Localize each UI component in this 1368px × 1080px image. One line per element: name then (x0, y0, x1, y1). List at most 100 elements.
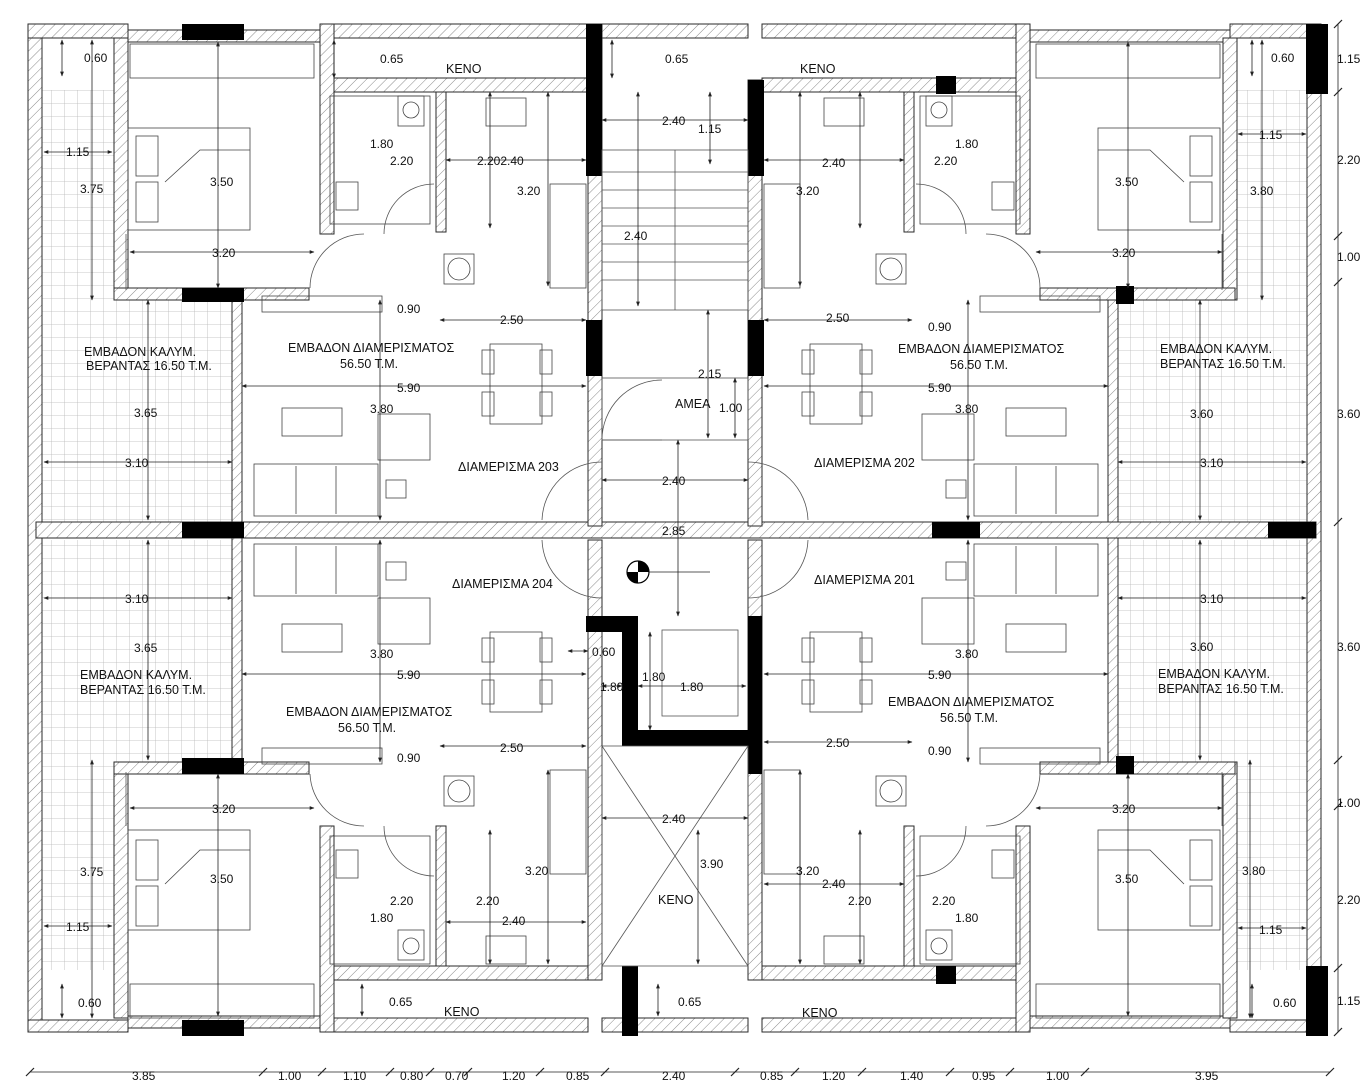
dim-text: 5.90 (928, 668, 952, 682)
dim-text: 3.50 (1115, 175, 1139, 189)
dim-text: 3.10 (125, 592, 149, 606)
apartment-204-label: ΔΙΑΜΕΡΙΣΜΑ 204 (452, 577, 553, 591)
dim-tick (600, 1067, 610, 1077)
dim-text: 3.80 (1242, 864, 1266, 878)
dim-text: 1.00 (719, 401, 743, 415)
dim-text: 1.80 (680, 680, 704, 694)
dim-text: 5.90 (928, 381, 952, 395)
dim-tick (1333, 963, 1343, 973)
dim-text: 2.40 (822, 877, 846, 891)
area-title-203: ΕΜΒΑΔΟΝ ΔΙΑΜΕΡΙΣΜΑΤΟΣ (288, 341, 454, 355)
dim-text: 2.50 (826, 736, 850, 750)
veranda-value-ne: ΒΕΡΑΝΤΑΣ 16.50 Τ.Μ. (1160, 357, 1286, 371)
apartment-201-label: ΔΙΑΜΕΡΙΣΜΑ 201 (814, 573, 915, 587)
dim-text: 1.80 (955, 137, 979, 151)
walls (27, 23, 1322, 1033)
bottom-dim-label: 3.95 (1195, 1069, 1219, 1080)
void-label: ΚΕΝΟ (446, 62, 482, 76)
dim-text: 2.20 (848, 894, 872, 908)
area-value-203: 56.50 Τ.Μ. (340, 357, 398, 371)
dim-tick (1005, 1067, 1015, 1077)
dim-text: 0.65 (678, 995, 702, 1009)
dim-text: 0.60 (1271, 51, 1295, 65)
dim-text: 2.15 (698, 367, 722, 381)
dim-text: 3.20 (1112, 802, 1136, 816)
void-label: ΚΕΝΟ (658, 893, 694, 907)
dim-tick (1333, 1027, 1343, 1037)
dim-text: 1.15 (66, 145, 90, 159)
dim-tick (1325, 1067, 1335, 1077)
dim-text: 2.40 (502, 914, 526, 928)
dim-text: 3.10 (1200, 456, 1224, 470)
dim-text: 1.80 (370, 911, 394, 925)
dim-text: 3.20 (1112, 246, 1136, 260)
dim-text: 3.10 (1200, 592, 1224, 606)
apartment-202-label: ΔΙΑΜΕΡΙΣΜΑ 202 (814, 456, 915, 470)
dim-text: 5.90 (397, 381, 421, 395)
veranda-w-upper (42, 300, 237, 522)
dimension-ticks (25, 19, 1343, 1077)
dim-text: 3.80 (1250, 184, 1274, 198)
dim-tick (1333, 755, 1343, 765)
right-dim-label: 2.20 (1337, 893, 1361, 907)
dim-text: 3.75 (80, 865, 104, 879)
area-title-201: ΕΜΒΑΔΟΝ ΔΙΑΜΕΡΙΣΜΑΤΟΣ (888, 695, 1054, 709)
dim-text: 3.65 (134, 641, 158, 655)
dim-text: 0.90 (928, 320, 952, 334)
dim-text: 3.75 (80, 182, 104, 196)
bottom-dim-label: 1.20 (822, 1069, 846, 1080)
dim-text: 3.20 (796, 184, 820, 198)
veranda-title-se: ΕΜΒΑΔΟΝ ΚΑΛΥΜ. (1158, 667, 1270, 681)
dim-text: 1.15 (66, 920, 90, 934)
dim-text: 2.40 (662, 114, 686, 128)
furniture (127, 43, 1221, 1019)
dim-tick (25, 1067, 35, 1077)
bottom-dim-label: 1.20 (502, 1069, 526, 1080)
area-value-204: 56.50 Τ.Μ. (338, 721, 396, 735)
veranda-title-nw: ΕΜΒΑΔΟΝ ΚΑΛΥΜ. (84, 345, 196, 359)
dim-text: 3.80 (370, 402, 394, 416)
dim-text: 3.90 (700, 857, 724, 871)
dim-text: 3.20 (212, 246, 236, 260)
dim-text: 2.40 (662, 474, 686, 488)
dim-tick (385, 1067, 395, 1077)
right-dim-label: 1.00 (1337, 796, 1361, 810)
dim-text: 2.20 (932, 894, 956, 908)
dim-text: 0.65 (389, 995, 413, 1009)
dim-text: 2.85 (662, 524, 686, 538)
bottom-dim-label: 0.95 (972, 1069, 996, 1080)
dim-text: 3.60 (1190, 407, 1214, 421)
dim-text: 0.90 (397, 751, 421, 765)
void-label: ΚΕΝΟ (802, 1006, 838, 1020)
staircase (601, 149, 749, 967)
area-title-204: ΕΜΒΑΔΟΝ ΔΙΑΜΕΡΙΣΜΑΤΟΣ (286, 705, 452, 719)
dim-text: 0.60 (84, 51, 108, 65)
veranda-value-sw: ΒΕΡΑΝΤΑΣ 16.50 Τ.Μ. (80, 683, 206, 697)
dim-text: 2.20 (934, 154, 958, 168)
dim-text: 3.60 (1190, 640, 1214, 654)
right-dimension-labels: 1.152.201.003.603.601.002.201.15 (1337, 52, 1361, 1008)
veranda-e-lower (1118, 540, 1308, 762)
dimension-lines (30, 24, 1339, 1073)
right-dim-label: 1.15 (1337, 52, 1361, 66)
dim-text: 1.80 (642, 670, 666, 684)
bottom-dim-label: 0.85 (760, 1069, 784, 1080)
dim-text: 3.20 (525, 864, 549, 878)
dim-tick (1333, 801, 1343, 811)
void-label: ΚΕΝΟ (444, 1005, 480, 1019)
dim-text: 0.90 (928, 744, 952, 758)
dim-text: 3.80 (955, 402, 979, 416)
labels: ΔΙΑΜΕΡΙΣΜΑ 203 ΔΙΑΜΕΡΙΣΜΑ 202 ΔΙΑΜΕΡΙΣΜΑ… (66, 51, 1297, 1020)
bottom-dim-label: 0.70 (445, 1069, 469, 1080)
bottom-dim-label: 1.40 (900, 1069, 924, 1080)
bottom-dim-label: 1.10 (343, 1069, 367, 1080)
dim-text: 3.10 (125, 456, 149, 470)
right-dim-label: 1.15 (1337, 994, 1361, 1008)
dim-tick (463, 1067, 473, 1077)
dim-text: 2.40 (822, 156, 846, 170)
accessible-wc-label: ΑΜΕΑ (675, 397, 711, 411)
right-dim-label: 1.00 (1337, 250, 1361, 264)
dim-text: 0.65 (665, 52, 689, 66)
